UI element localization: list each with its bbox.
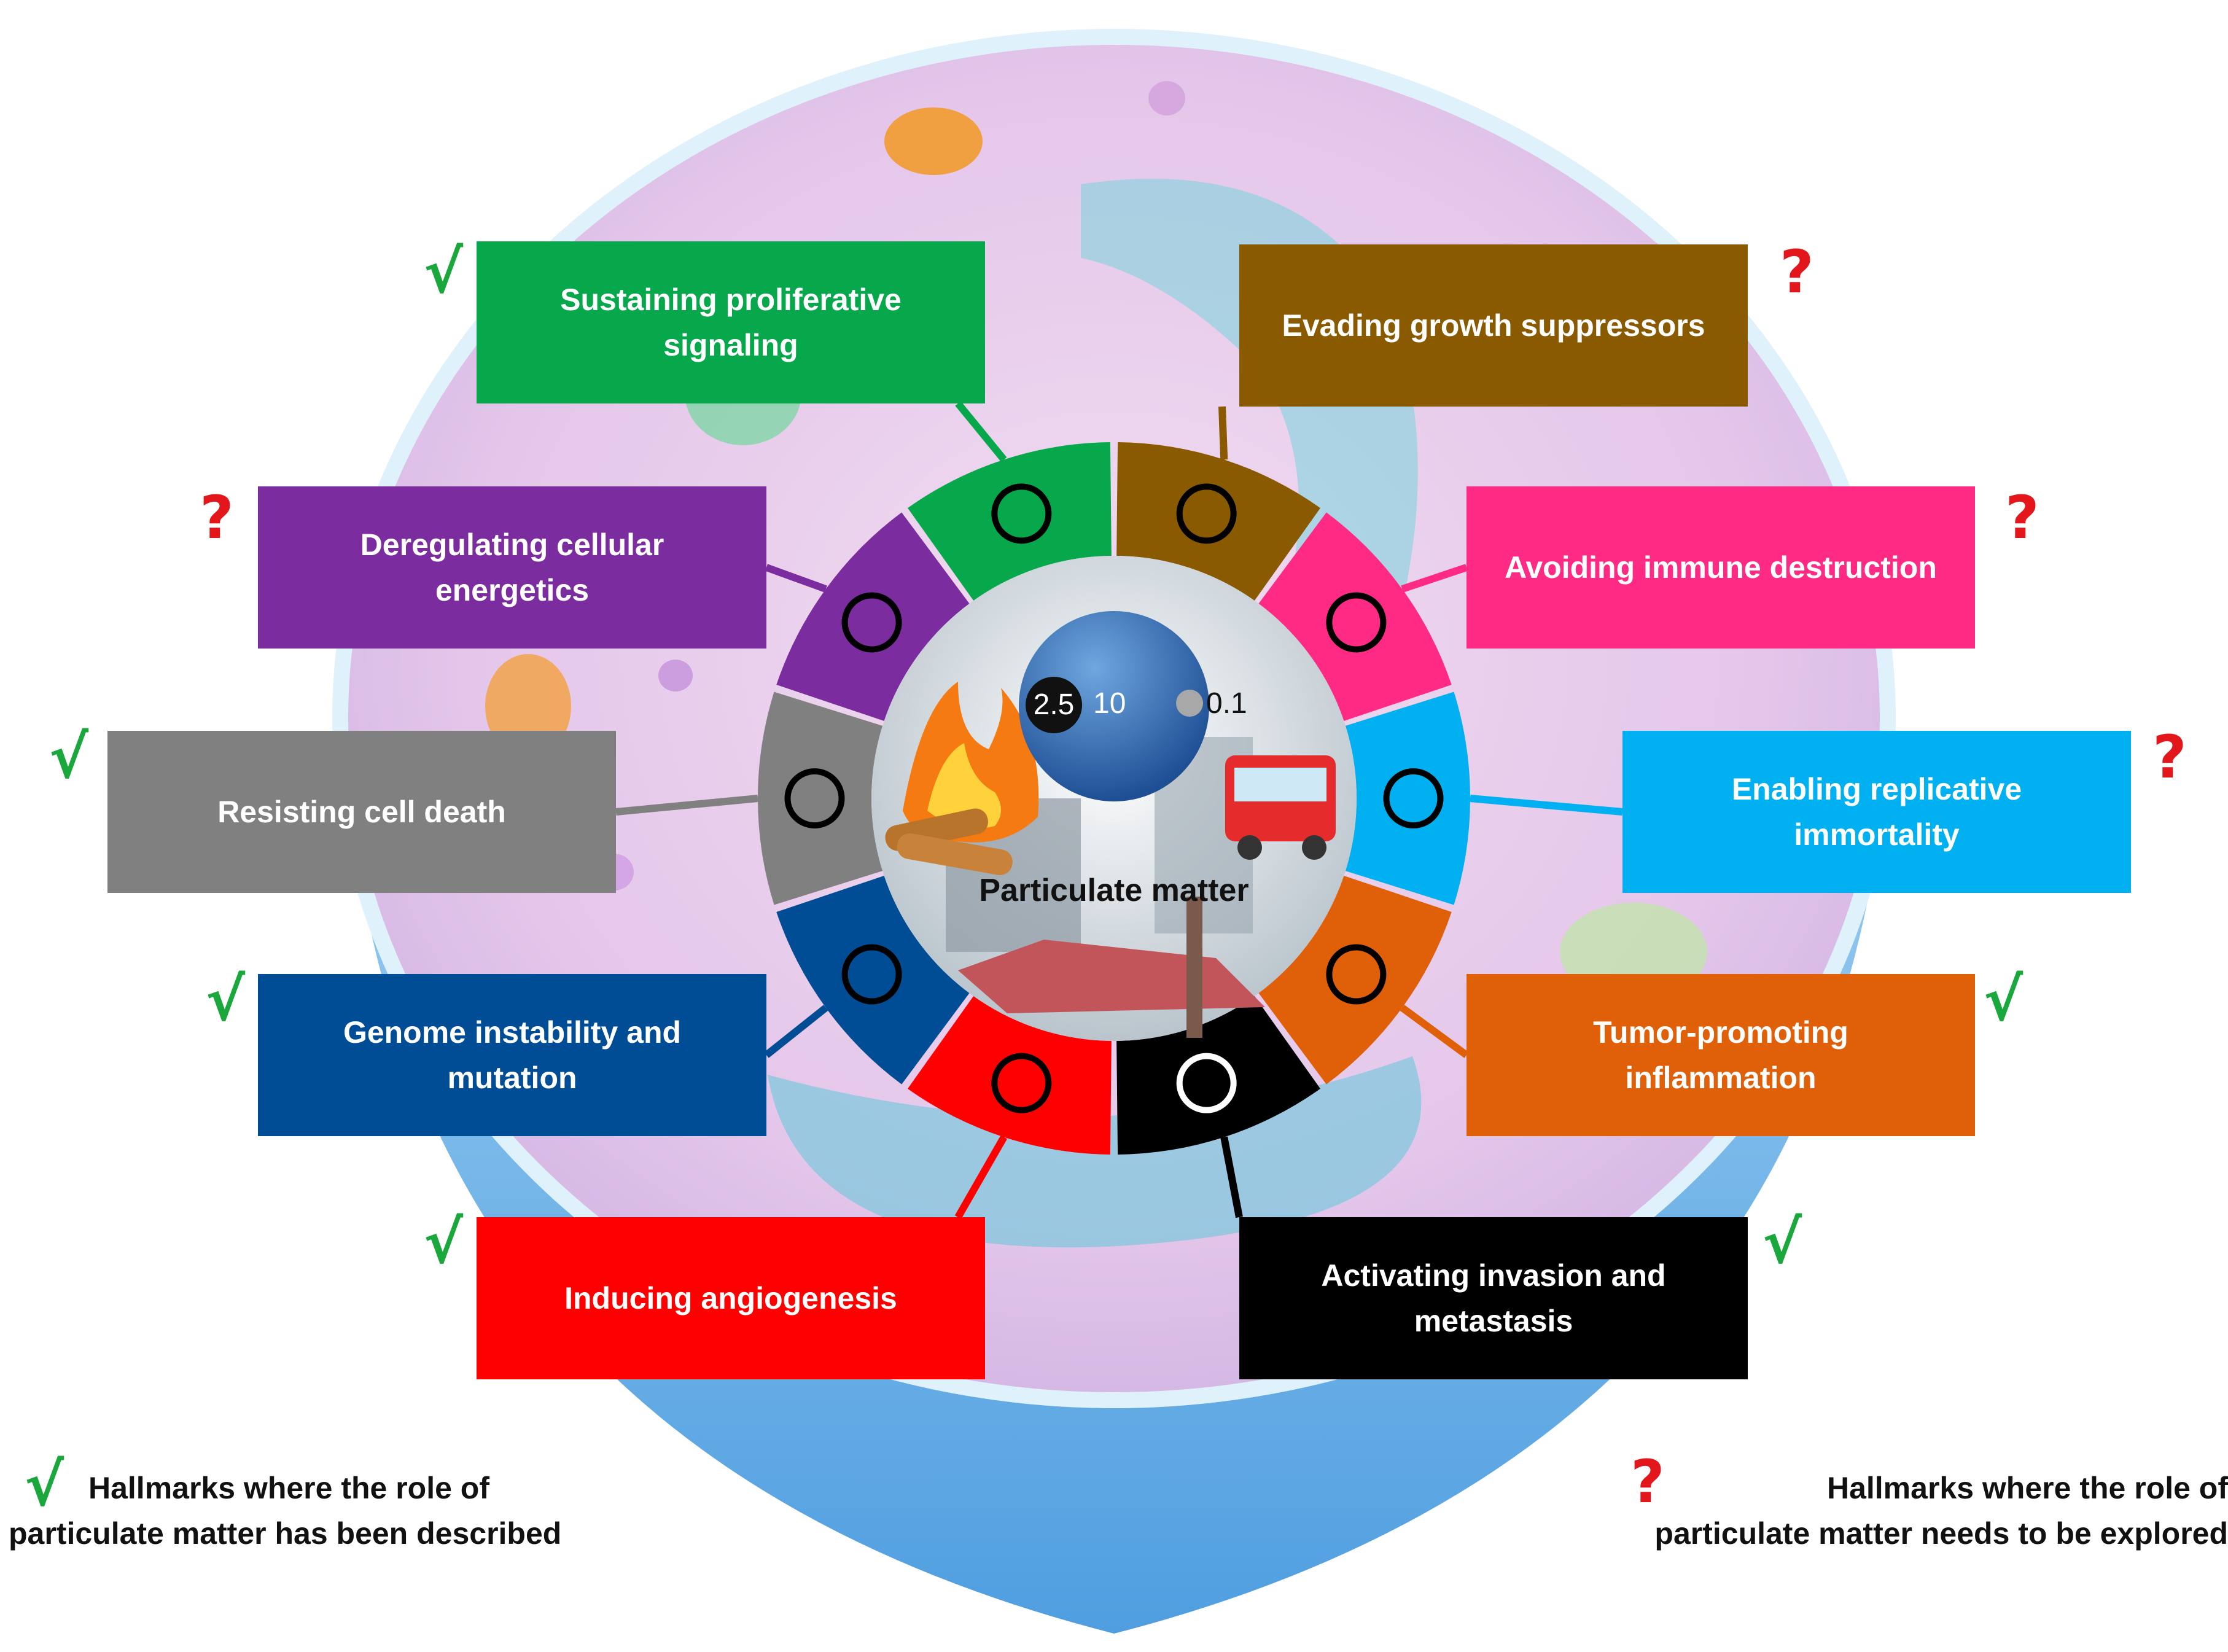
connector-death (615, 795, 758, 816)
connector-genome (764, 1005, 828, 1058)
hallmark-box-immune: Avoiding immune destruction (1467, 486, 1975, 649)
particulate-matter-center (871, 556, 1357, 1041)
hallmark-box-evading: Evading growth suppressors (1239, 244, 1748, 407)
organelle-spot (658, 660, 693, 692)
hallmark-box-sustaining: Sustaining proliferative signaling (477, 241, 985, 403)
ring-segment-sustaining (908, 442, 1112, 601)
connector-sustaining (955, 401, 1007, 462)
check-mark-inflammation: √ (1984, 965, 2024, 1034)
atom-icon (841, 592, 902, 653)
question-mark-immortality: ? (2152, 723, 2187, 792)
hallmark-box-inflammation: Tumor-promoting inflammation (1467, 974, 1975, 1136)
ring-segment-evading (1116, 442, 1320, 601)
hallmark-box-angiogenesis: Inducing angiogenesis (477, 1217, 985, 1379)
ring-segment-immune (1258, 512, 1452, 722)
connector-angiogenesis (954, 1135, 1007, 1219)
question-mark-energetics: ? (200, 483, 234, 552)
organelle-orange (884, 107, 983, 175)
connector-inflammation (1400, 1005, 1469, 1058)
check-mark-sustaining: √ (424, 238, 464, 306)
connector-energetics (765, 564, 827, 593)
ring-segment-invasion (1116, 995, 1320, 1155)
bus-icon (1225, 755, 1336, 860)
pm10-sphere (1019, 611, 1209, 801)
ring-segment-energetics (776, 512, 970, 722)
cross-icon (784, 768, 845, 828)
connector-lines (615, 401, 1623, 1219)
center-title: Particulate matter (979, 873, 1249, 908)
pm0-1-label: 0.1 (1206, 687, 1247, 720)
legend-question-mark: ? (1630, 1447, 1665, 1516)
hallmark-ring (758, 442, 1471, 1155)
ring-segment-angiogenesis (908, 995, 1112, 1155)
legend-explore-text: Hallmarks where the role of particulate … (1654, 1471, 2228, 1551)
pm10-label: 10 (1093, 687, 1126, 720)
fire-icon (885, 682, 1039, 875)
hallmark-box-energetics: Deregulating cellular energetics (258, 486, 766, 649)
factory-chimney (1186, 897, 1202, 1038)
pm2-5-sphere (1026, 677, 1082, 733)
immune-cell-icon (1326, 592, 1387, 653)
dna-icon (841, 944, 902, 1005)
hallmark-box-death: Resisting cell death (107, 731, 616, 893)
connector-invasion (1220, 1136, 1243, 1218)
organelle-spot (1148, 81, 1185, 115)
cell-membrane-highlight (332, 29, 1896, 1408)
check-mark-angiogenesis: √ (424, 1208, 464, 1277)
check-mark-death: √ (49, 723, 89, 792)
prohibited-icon (1176, 483, 1237, 544)
hallmark-box-immortality: Enabling replicative immortality (1622, 731, 2131, 893)
arrow-turn-icon (991, 483, 1052, 544)
blood-vessel-icon (991, 1053, 1052, 1113)
pm2-5-label: 2.5 (1033, 688, 1075, 721)
hallmark-box-invasion: Activating invasion and metastasis (1239, 1217, 1748, 1379)
pm0-1-sphere (1176, 690, 1203, 717)
ring-segment-death (758, 692, 883, 905)
ring-segment-genome (776, 875, 970, 1085)
legend-described-text: Hallmarks where the role of particulate … (9, 1471, 562, 1551)
connector-evading (1218, 406, 1228, 460)
ring-segment-inflammation (1258, 875, 1452, 1085)
infinity-icon (1383, 768, 1444, 828)
connector-immune (1401, 564, 1468, 593)
splatter-icon (1176, 1053, 1237, 1113)
check-mark-invasion: √ (1763, 1208, 1802, 1277)
ring-segment-immortality (1345, 692, 1471, 905)
check-mark-genome: √ (206, 965, 246, 1034)
question-mark-evading: ? (1780, 238, 1814, 306)
legend-check-mark: √ (25, 1451, 64, 1519)
question-mark-immune: ? (2005, 483, 2039, 552)
connector-immortality (1470, 795, 1623, 816)
flame-icon (1326, 944, 1387, 1005)
hallmark-box-genome: Genome instability and mutation (258, 974, 766, 1136)
